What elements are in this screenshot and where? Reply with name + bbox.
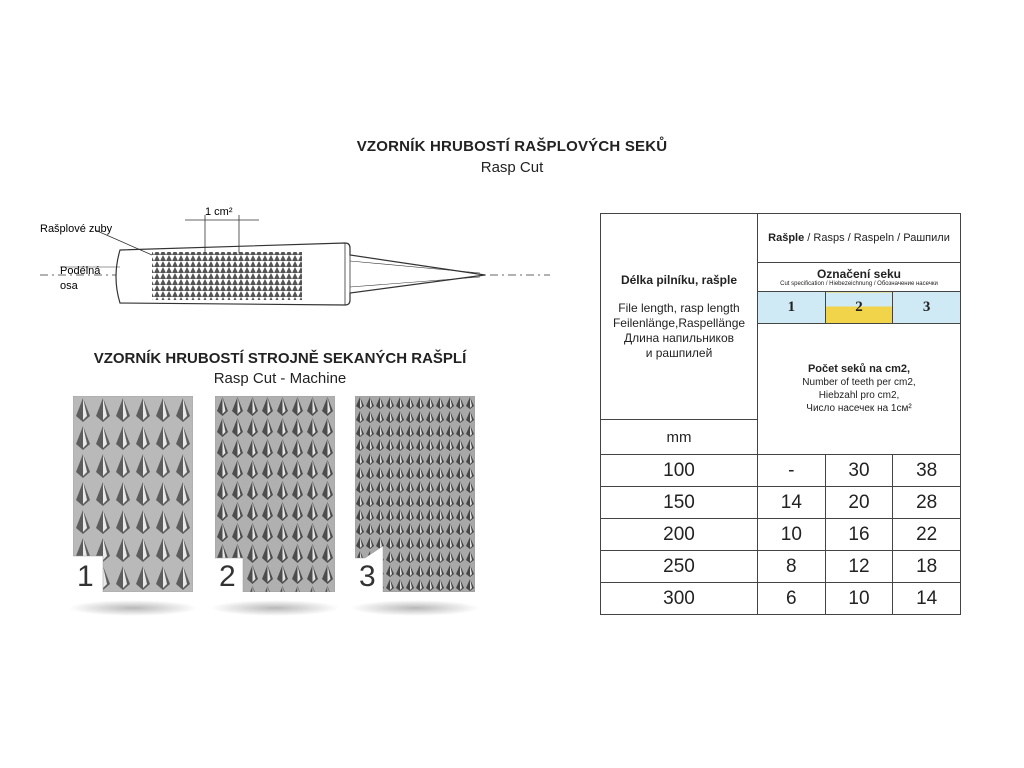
length-cell: 300 xyxy=(600,582,758,615)
cut-header-small: Cut specification / Hiebezeichnung / Обо… xyxy=(780,280,938,287)
cut1-cell: 10 xyxy=(757,518,826,551)
cut3-cell: 38 xyxy=(892,454,961,487)
unit-cell: mm xyxy=(600,419,758,455)
cut3-cell: 22 xyxy=(892,518,961,551)
machine-subtitle: Rasp Cut - Machine xyxy=(213,370,347,387)
cut-header: Označení seku xyxy=(816,266,902,281)
cut-number-3: 3 xyxy=(892,291,961,324)
cut2-cell: 20 xyxy=(824,486,894,519)
rasp-spec-table: Délka pilníku, rašple File length, rasp … xyxy=(600,213,961,615)
table-row: 200 10 16 22 xyxy=(600,518,961,551)
axis-label-line1: Podélná xyxy=(60,265,101,277)
cut-number-2: 2 xyxy=(824,291,894,324)
cut3-cell: 28 xyxy=(892,486,961,519)
cut-spec-header: Označení seku Cut specification / Hiebez… xyxy=(757,262,961,292)
cut1-cell: 6 xyxy=(757,582,826,615)
table-row: 150 14 20 28 xyxy=(600,486,961,519)
sample-shadow xyxy=(68,600,198,616)
cut2-cell: 10 xyxy=(824,582,894,615)
rasp-sample-coarse xyxy=(73,396,193,592)
rasp-header-rest: / Rasps / Raspeln / Рашпили xyxy=(804,232,950,244)
length-header-line: и рашпилей xyxy=(645,345,713,360)
cut1-cell: 14 xyxy=(757,486,826,519)
cut1-cell: 8 xyxy=(757,550,826,583)
length-cell: 250 xyxy=(600,550,758,583)
cut2-cell: 16 xyxy=(824,518,894,551)
teeth-header-bold: Počet seků na cm2, xyxy=(807,363,911,375)
sample-shadow xyxy=(350,600,480,616)
machine-title: VZORNÍK HRUBOSTÍ STROJNĚ SEKANÝCH RAŠPLÍ xyxy=(93,350,467,367)
scale-label: 1 cm² xyxy=(205,206,233,218)
sample-number-2: 2 xyxy=(219,560,236,593)
table-row: 300 6 10 14 xyxy=(600,582,961,615)
cut3-cell: 14 xyxy=(892,582,961,615)
sample-number-3: 3 xyxy=(359,560,376,593)
length-header-line: Feilenlänge,Raspellänge xyxy=(612,315,746,330)
page-title: VZORNÍK HRUBOSTÍ RAŠPLOVÝCH SEKŮ xyxy=(356,138,668,155)
teeth-header-line: Hiebzahl pro cm2, xyxy=(818,390,900,401)
cut2-cell: 30 xyxy=(824,454,894,487)
length-cell: 100 xyxy=(600,454,758,487)
rasp-sample-fine xyxy=(355,396,475,592)
cut-number-1: 1 xyxy=(757,291,826,324)
cut2-cell: 12 xyxy=(824,550,894,583)
cut3-cell: 18 xyxy=(892,550,961,583)
rasp-file-diagram: 1 cm² Rašplové zuby Podélná osa xyxy=(40,206,550,306)
cut1-cell: - xyxy=(757,454,826,487)
length-header-line: Длина напильников xyxy=(624,330,734,345)
rasp-header-bold: Rašple xyxy=(768,232,805,244)
axis-label-line2: osa xyxy=(60,280,79,292)
page-subtitle: Rasp Cut xyxy=(480,159,544,176)
teeth-header-line: Число насечек на 1см² xyxy=(806,403,912,414)
length-header-cell: Délka pilníku, rašple File length, rasp … xyxy=(600,213,758,420)
length-header-line: File length, rasp length xyxy=(618,300,740,315)
length-cell: 200 xyxy=(600,518,758,551)
sample-shadow xyxy=(210,600,340,616)
sample-number-1: 1 xyxy=(77,560,94,593)
teeth-label: Rašplové zuby xyxy=(40,223,113,235)
rasp-teeth-area xyxy=(152,252,302,300)
table-row: 250 8 12 18 xyxy=(600,550,961,583)
rasp-type-header: Rašple / Rasps / Raspeln / Рашпили xyxy=(757,213,961,263)
teeth-header-line: Number of teeth per cm2, xyxy=(802,377,916,388)
rasp-sample-medium xyxy=(215,396,335,592)
length-cell: 150 xyxy=(600,486,758,519)
teeth-count-header: Počet seků na cm2, Number of teeth per c… xyxy=(757,323,961,455)
length-header-cz: Délka pilníku, rašple xyxy=(620,272,738,287)
table-row: 100 - 30 38 xyxy=(600,454,961,487)
